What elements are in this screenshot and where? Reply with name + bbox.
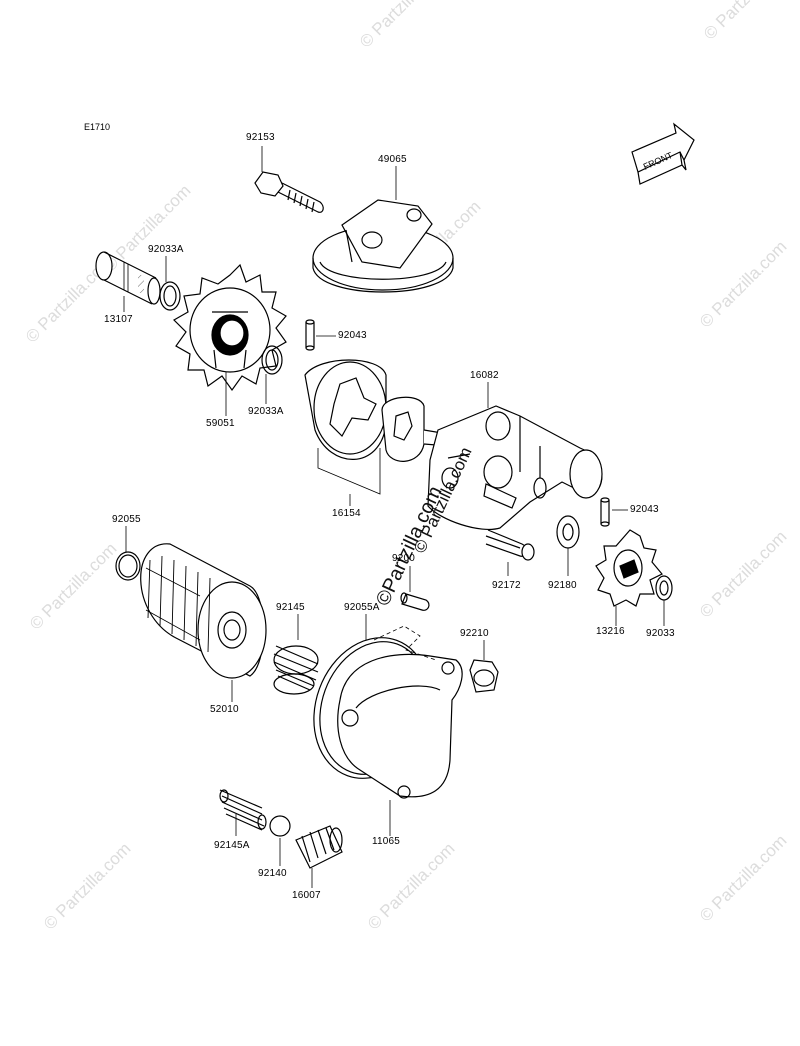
pin-92043-right: [600, 497, 610, 527]
sprocket-13216: [595, 529, 663, 607]
part-number-label: 13107: [104, 314, 133, 325]
circlip-92033a-top: [159, 281, 181, 311]
part-number-label: 92043: [338, 330, 367, 341]
rotor-outer-16154: [304, 359, 387, 460]
spring-92145a: [219, 789, 267, 831]
pin-9200x: [400, 592, 430, 611]
part-number-label: 59051: [206, 418, 235, 429]
part-number-label: 92033: [646, 628, 675, 639]
o-ring-92055: [115, 551, 141, 581]
plug-16007: [295, 825, 343, 869]
pump-body-16082: [427, 405, 603, 530]
part-number-label: 92145A: [214, 840, 250, 851]
part-number-label: 92043: [630, 504, 659, 515]
part-number-label: 16082: [470, 370, 499, 381]
diagram-code: E1710: [84, 122, 111, 132]
shaft-13107: [95, 251, 161, 305]
part-number-label: 92140: [258, 868, 287, 879]
part-number-label: 9200: [392, 553, 416, 564]
part-number-label: 16007: [292, 890, 321, 901]
part-number-label: 92033A: [148, 244, 184, 255]
part-number-label: 92153: [246, 132, 275, 143]
cap-49065: [312, 199, 454, 293]
part-number-label: 11065: [372, 836, 401, 847]
part-number-label: 13216: [596, 626, 625, 637]
gear-59051: [173, 263, 287, 392]
part-number-label: 92172: [492, 580, 521, 591]
spring-92145: [273, 645, 319, 695]
circlip-92033a-bottom: [261, 345, 283, 375]
screw-92172: [485, 529, 535, 561]
part-number-label: 92210: [460, 628, 489, 639]
part-number-label: 16154: [332, 508, 361, 519]
leader-lines: [123, 146, 665, 888]
part-number-label: 92180: [548, 580, 577, 591]
part-number-label: 92055A: [344, 602, 380, 613]
cover-11065: [337, 625, 463, 799]
circlip-92033: [655, 575, 673, 601]
pin-92043-top: [305, 319, 315, 351]
part-number-label: 92055: [112, 514, 141, 525]
bolt-92153: [254, 171, 324, 213]
oil-filter-52010: [140, 543, 267, 679]
washer-92180: [556, 515, 580, 549]
part-number-label: 92145: [276, 602, 305, 613]
front-arrow-icon: FRONT: [631, 122, 695, 185]
ball-92140: [269, 815, 291, 837]
part-number-label: 92033A: [248, 406, 284, 417]
cap-nut-92210: [469, 659, 499, 693]
part-number-label: 49065: [378, 154, 407, 165]
part-number-label: 52010: [210, 704, 239, 715]
